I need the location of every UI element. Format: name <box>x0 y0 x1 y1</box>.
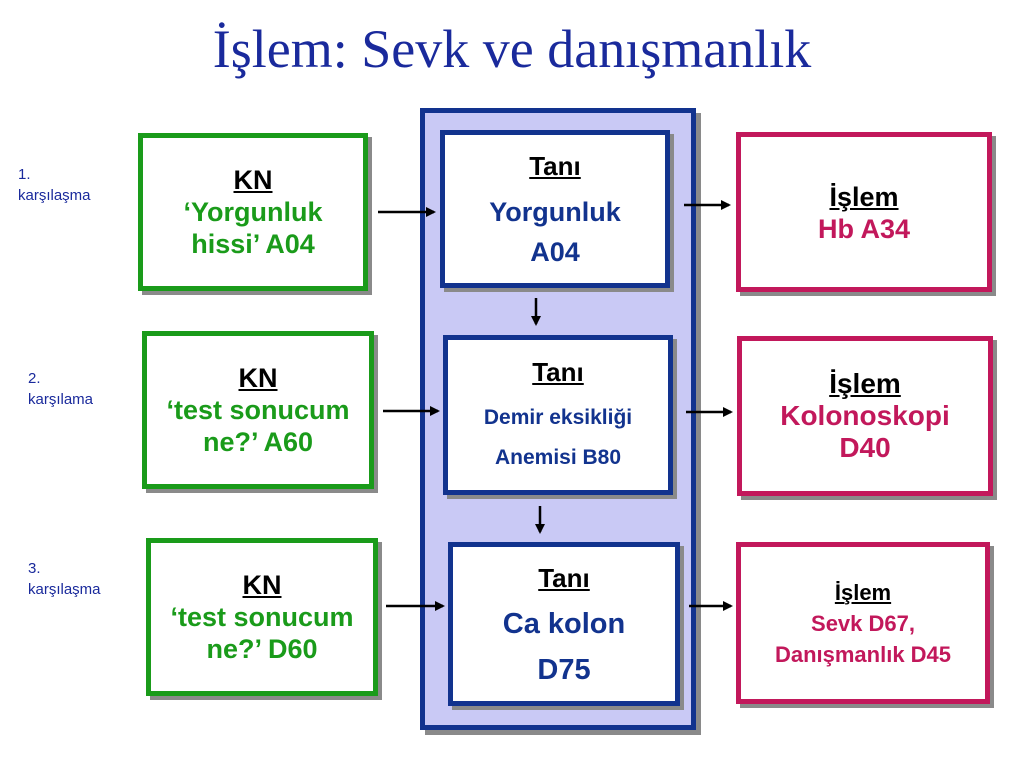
islem-3-line2: Danışmanlık D45 <box>774 641 952 667</box>
kn-1-line2: hissi’ A04 <box>191 229 315 259</box>
encounter-3-text: karşılaşma <box>28 581 101 598</box>
tani-3-head: Tanı <box>538 563 590 593</box>
islem-3-line1: Sevk D67, <box>811 610 915 636</box>
islem-2-line1: Kolonoskopi <box>780 400 950 431</box>
tani-2-line1: Demir eksikliği <box>483 406 633 429</box>
kn-3-head: KN <box>242 570 282 600</box>
islem-box-1: İşlem Hb A34 <box>736 132 992 292</box>
kn-2-line2: ne?’ A60 <box>202 427 314 457</box>
tani-1-line2: A04 <box>530 237 580 267</box>
encounter-2-text: karşılama <box>28 391 94 408</box>
encounter-label-2: 2. karşılama <box>28 368 93 410</box>
kn-1-line1: ‘Yorgunluk <box>183 197 323 227</box>
tani-box-2: Tanı Demir eksikliği Anemisi B80 <box>443 335 673 495</box>
islem-box-2: İşlem Kolonoskopi D40 <box>737 336 993 496</box>
islem-box-3: İşlem Sevk D67, Danışmanlık D45 <box>736 542 990 704</box>
page-title: İşlem: Sevk ve danışmanlık <box>212 19 812 79</box>
kn-1-head: KN <box>233 165 273 195</box>
encounter-label-1: 1. karşılaşma <box>18 164 91 206</box>
kn-box-1: KN ‘Yorgunluk hissi’ A04 <box>138 133 368 291</box>
encounter-3-number: 3. <box>28 560 41 577</box>
encounter-1-text: karşılaşma <box>18 187 91 204</box>
tani-3-line1: Ca kolon <box>502 608 626 640</box>
tani-box-3: Tanı Ca kolon D75 <box>448 542 680 706</box>
kn-box-3: KN ‘test sonucum ne?’ D60 <box>146 538 378 696</box>
kn-2-line1: ‘test sonucum <box>166 395 350 425</box>
kn-box-2: KN ‘test sonucum ne?’ A60 <box>142 331 374 489</box>
tani-2-line2: Anemisi B80 <box>494 446 622 469</box>
islem-2-line2: D40 <box>839 432 891 463</box>
tani-1-line1: Yorgunluk <box>489 197 621 227</box>
islem-1-head: İşlem <box>829 182 899 212</box>
tani-1-head: Tanı <box>529 151 581 181</box>
encounter-1-number: 1. <box>18 166 31 183</box>
islem-1-line1: Hb A34 <box>817 214 911 244</box>
tani-3-line2: D75 <box>537 654 591 686</box>
kn-3-line1: ‘test sonucum <box>170 602 354 632</box>
tani-box-1: Tanı Yorgunluk A04 <box>440 130 670 288</box>
encounter-2-number: 2. <box>28 370 41 387</box>
kn-2-head: KN <box>238 363 278 393</box>
encounter-label-3: 3. karşılaşma <box>28 558 101 600</box>
kn-3-line2: ne?’ D60 <box>206 634 318 664</box>
islem-2-head: İşlem <box>829 368 901 399</box>
islem-3-head: İşlem <box>834 579 892 605</box>
tani-2-head: Tanı <box>532 357 584 387</box>
